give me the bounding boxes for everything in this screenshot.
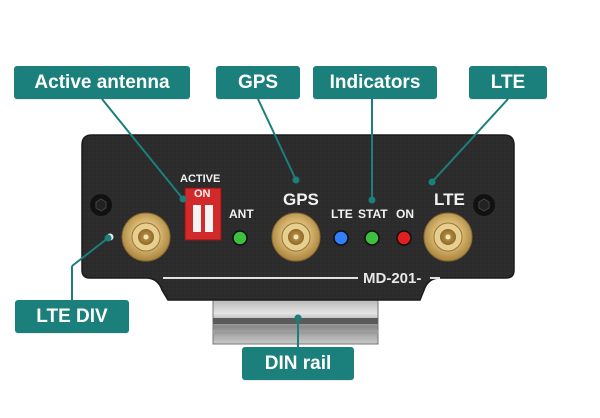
model-label: MD-201-: [363, 270, 422, 287]
led-label-on: ON: [396, 207, 414, 221]
led-label-lte: LTE: [331, 207, 353, 221]
switch-state-label: ON: [194, 188, 211, 200]
switch-label: ACTIVE: [180, 173, 221, 185]
active-dip-switch: [184, 187, 222, 241]
callout-din-rail: DIN rail: [242, 347, 354, 380]
callout-lte-div: LTE DIV: [15, 300, 129, 333]
callout-gps: GPS: [216, 66, 300, 99]
right-screw-icon: [473, 194, 495, 216]
lte-div-connector: [121, 212, 171, 262]
led-ant: [232, 230, 248, 246]
led-stat: [364, 230, 380, 246]
left-screw-icon: [90, 194, 112, 216]
led-group: [232, 230, 412, 246]
callout-active-antenna: Active antenna: [14, 66, 190, 99]
led-label-stat: STAT: [358, 207, 388, 221]
lte-connector: [423, 212, 473, 262]
callout-indicators: Indicators: [313, 66, 437, 99]
gps-connector: [271, 212, 321, 262]
gps-port-label: GPS: [283, 190, 319, 209]
leader-lines: [71, 98, 509, 348]
lte-port-label: LTE: [434, 190, 465, 209]
led-lte: [333, 230, 349, 246]
callout-lte: LTE: [469, 66, 547, 99]
din-rail: [212, 299, 379, 345]
led-on: [396, 230, 412, 246]
led-label-ant: ANT: [229, 207, 254, 221]
